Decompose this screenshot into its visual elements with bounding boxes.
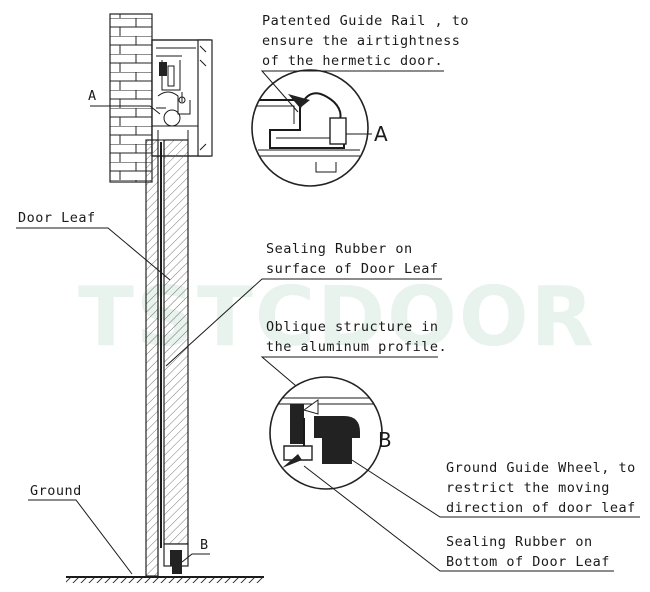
- door-leaf-callout: Door Leaf: [16, 210, 171, 281]
- sealing-surface-callout: Sealing Rubber on surface of Door Leaf: [165, 241, 442, 367]
- door-leaf-text: Door Leaf: [18, 210, 96, 226]
- brick-wall: [109, 13, 153, 183]
- marker-b-leader: [181, 553, 210, 563]
- guide-rail-callout: Patented Guide Rail , to ensure the airt…: [260, 13, 469, 113]
- guide-wheel-callout: Ground Guide Wheel, to restrict the movi…: [351, 459, 640, 518]
- guide-wheel-text-3: direction of door leaf: [446, 500, 636, 516]
- oblique-text-1: Oblique structure in: [266, 319, 439, 335]
- marker-a-label: A: [88, 88, 97, 104]
- detail-b: B: [269, 376, 392, 490]
- sealing-bottom-text-2: Bottom of Door Leaf: [446, 554, 610, 570]
- sealing-surface-text-1: Sealing Rubber on: [266, 241, 413, 257]
- oblique-text-2: the aluminum profile.: [266, 339, 447, 355]
- ground-line: [66, 576, 264, 583]
- guide-rail-text-1: Patented Guide Rail , to: [262, 13, 469, 29]
- sealing-surface-text-2: surface of Door Leaf: [266, 261, 439, 277]
- guide-wheel-text-1: Ground Guide Wheel, to: [446, 460, 636, 476]
- sealing-bottom-callout: Sealing Rubber on Bottom of Door Leaf: [303, 465, 614, 572]
- sealing-bottom-text-1: Sealing Rubber on: [446, 534, 593, 550]
- guide-wheel-text-2: restrict the moving: [446, 480, 610, 496]
- ground-text: Ground: [30, 483, 82, 499]
- guide-rail-text-2: ensure the airtightness: [262, 33, 460, 49]
- detail-a-label: A: [374, 122, 388, 146]
- ground-callout: Ground: [28, 483, 133, 575]
- guide-rail-text-3: of the hermetic door.: [262, 53, 443, 69]
- marker-a-leader: [90, 105, 161, 115]
- door-leaf: [157, 139, 189, 576]
- marker-b-label: B: [200, 537, 209, 553]
- wall-post: [145, 139, 159, 577]
- detail-a: A: [251, 69, 388, 187]
- guide-rail-profile: [151, 39, 213, 157]
- detail-b-label: B: [378, 428, 392, 452]
